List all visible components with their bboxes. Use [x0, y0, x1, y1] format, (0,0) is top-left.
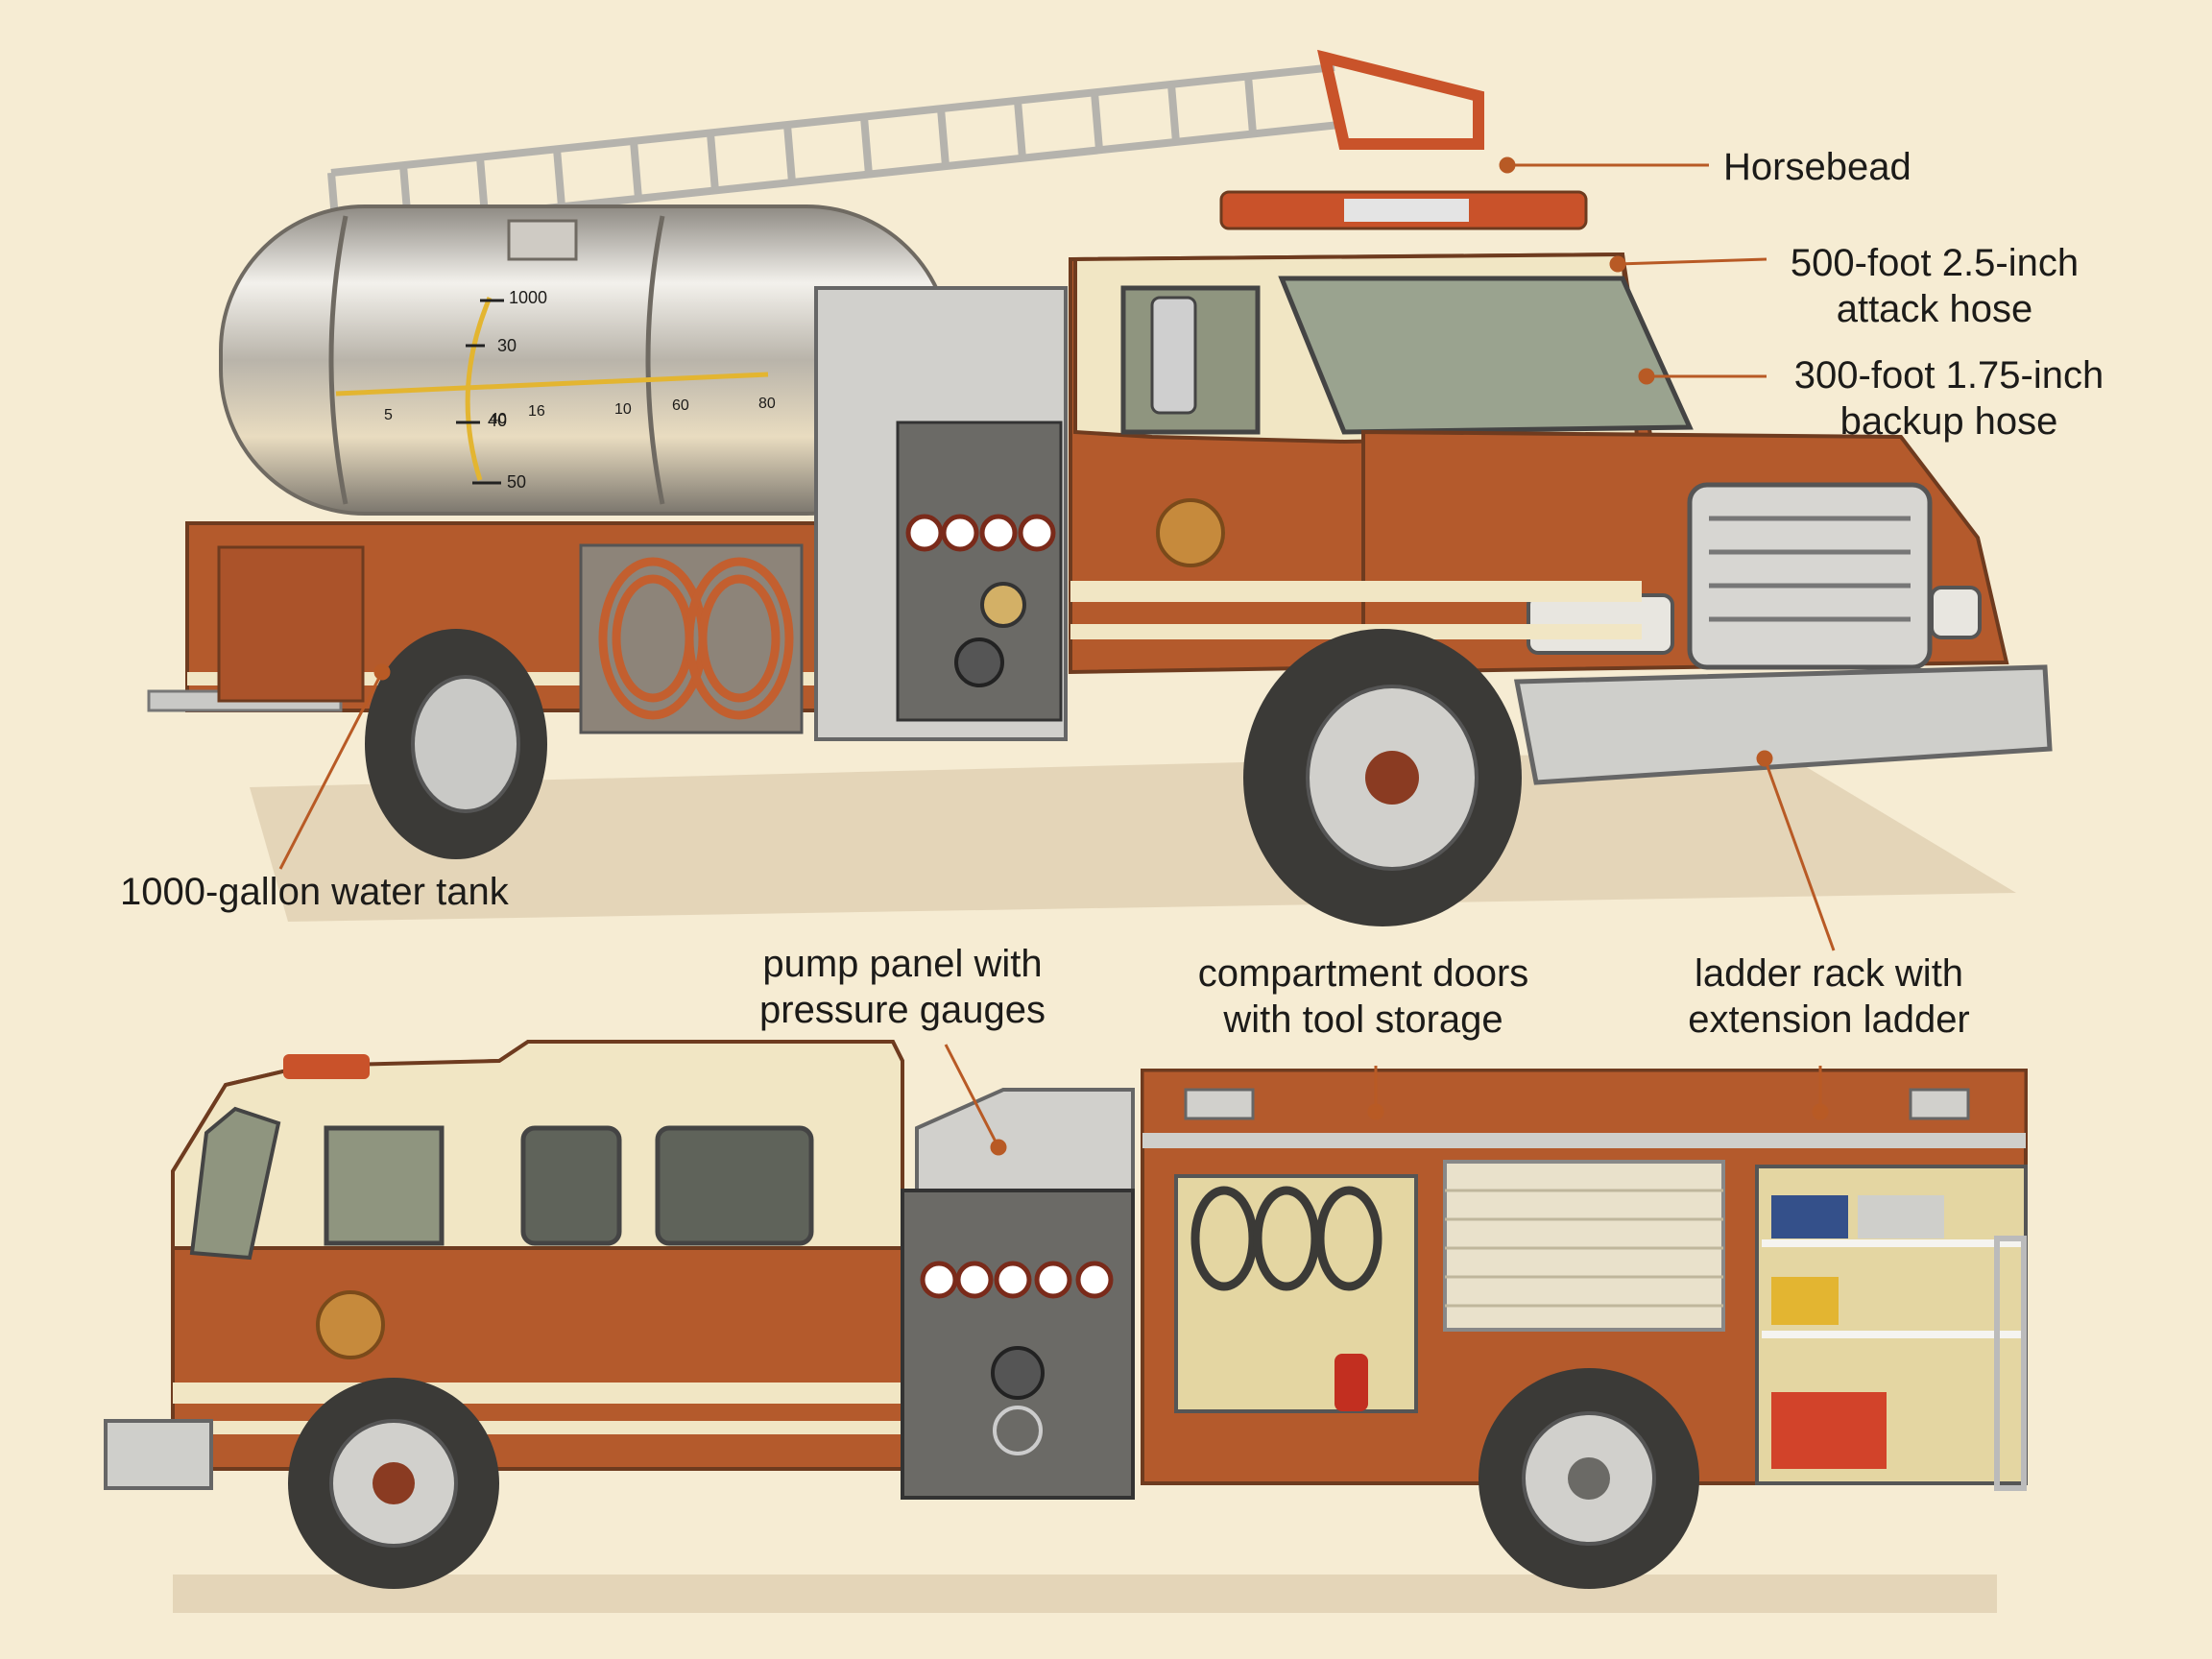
leader-lines: [278, 156, 1836, 1156]
label-horsebead: Horsebead: [1723, 146, 1911, 188]
grille: [1687, 482, 1933, 670]
top-front-wheel: [1243, 629, 1522, 926]
windshield: [1278, 276, 1694, 435]
label-pump-panel: pump panel with pressure gauges: [739, 941, 1066, 1033]
tank-scale-h1: 40: [490, 411, 507, 427]
hose-compartment: [1174, 1174, 1418, 1413]
label-attack-hose-line2: attack hose: [1836, 288, 2033, 330]
tank-scale-v1: 30: [497, 336, 517, 355]
label-attack-hose-line1: 500-foot 2.5-inch: [1790, 242, 2080, 284]
label-compartment-doors-line1: compartment doors: [1197, 952, 1529, 995]
tank-scale-h3: 10: [614, 401, 632, 418]
bottom-rear-wheel: [1479, 1368, 1699, 1589]
hose-reel-bottom: [1190, 1186, 1382, 1291]
windshield-bottom: [189, 1106, 281, 1261]
label-pump-panel-line2: pressure gauges: [759, 989, 1046, 1031]
cab-window-2: [520, 1125, 622, 1246]
label-pump-panel-line1: pump panel with: [762, 943, 1043, 985]
front-bumper: [1513, 664, 2053, 785]
bottom-front-wheel: [288, 1378, 499, 1589]
ladder-end-bracket: [1317, 49, 1484, 150]
label-ladder-rack-line2: extension ladder: [1688, 998, 1970, 1041]
tank-level-scale: [335, 297, 769, 481]
hose-reel: [598, 557, 794, 720]
tank-scale-h0: 5: [384, 407, 393, 423]
label-attack-hose: 500-foot 2.5-inch attack hose: [1781, 240, 2088, 332]
label-water-tank: 1000-gallon water tank: [120, 871, 509, 913]
label-compartment-doors: compartment doors with tool storage: [1181, 950, 1546, 1043]
tank-scale-h2: 16: [528, 403, 545, 420]
tank-scale-h4: 60: [672, 397, 689, 414]
extension-ladder: [327, 63, 1340, 234]
label-backup-hose-line2: backup hose: [1839, 400, 2058, 443]
label-compartment-doors-line2: with tool storage: [1223, 998, 1503, 1041]
tank-scale-v3: 50: [507, 472, 527, 492]
pump-panel-bottom: [901, 1189, 1135, 1500]
label-backup-hose: 300-foot 1.75-inch backup hose: [1776, 352, 2122, 445]
rear-compartment-door: [217, 545, 365, 703]
bottom-truck: [104, 1040, 2028, 1589]
pressure-gauges: [905, 514, 1056, 552]
cab-window-3: [655, 1125, 814, 1246]
label-ladder-rack-line1: ladder rack with: [1694, 952, 1964, 995]
top-ground-shadow: [250, 749, 2016, 922]
pressure-gauges-bottom: [920, 1261, 1114, 1299]
top-truck: [147, 49, 2053, 926]
tank-scale-v0: 1000: [509, 288, 548, 307]
tank-scale-h5: 80: [758, 396, 776, 412]
label-backup-hose-line1: 300-foot 1.75-inch: [1793, 354, 2104, 397]
top-rear-wheel: [365, 629, 547, 859]
bottom-ground-shadow: [173, 1575, 1997, 1613]
cab-window-1: [324, 1125, 445, 1246]
bottom-front-bumper: [104, 1419, 213, 1490]
tank-scale-v2: 40: [488, 411, 508, 430]
label-ladder-rack: ladder rack with extension ladder: [1671, 950, 1987, 1043]
